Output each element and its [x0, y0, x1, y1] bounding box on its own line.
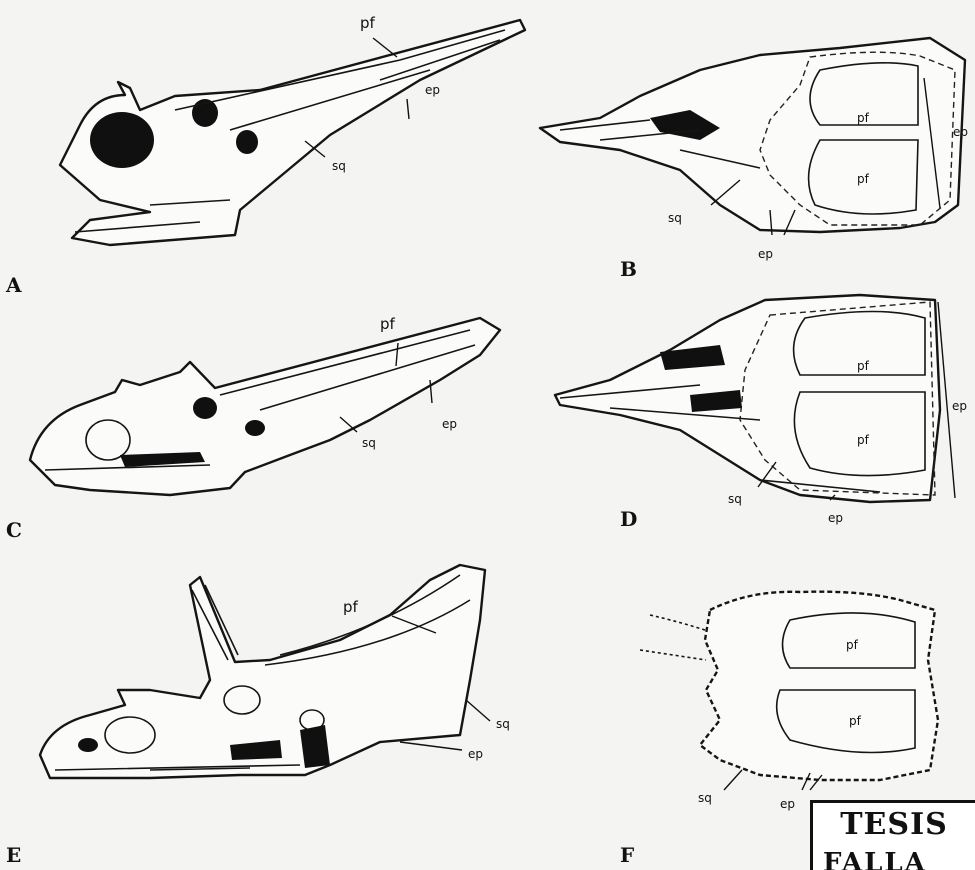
skull-c-fenestra-2 — [245, 420, 265, 436]
skull-a-orbit — [90, 112, 154, 168]
label-b-pf-upper: pf — [857, 111, 870, 125]
label-c-pf: pf — [380, 315, 396, 333]
leader-e-sq — [466, 700, 490, 721]
panel-e: pf sq ep E — [6, 565, 510, 867]
label-b-sq: sq — [668, 211, 682, 225]
label-d-sq: sq — [728, 492, 742, 506]
label-f-ep: ep — [780, 797, 795, 811]
stamp-line-1: TESIS — [813, 807, 975, 842]
panel-letter-c: C — [6, 518, 22, 542]
label-b-pf-lower: pf — [857, 172, 870, 186]
label-c-ep: ep — [442, 417, 457, 431]
leader-f-sq — [724, 770, 742, 790]
label-d-ep-bottom: ep — [828, 511, 843, 525]
panel-letter-d: D — [620, 507, 637, 531]
label-f-sq: sq — [698, 791, 712, 805]
label-f-pf-upper: pf — [846, 638, 859, 652]
label-c-sq: sq — [362, 436, 376, 450]
label-d-ep-right: ep — [952, 399, 967, 413]
label-e-pf: pf — [343, 598, 359, 616]
panel-a: pf ep sq A — [5, 14, 525, 297]
label-a-sq: sq — [332, 159, 346, 173]
label-e-sq: sq — [496, 717, 510, 731]
skull-b-outline — [540, 38, 965, 232]
panel-letter-b: B — [620, 257, 637, 281]
label-e-ep: ep — [468, 747, 483, 761]
stamp-line-2: FALLA DE — [823, 848, 975, 870]
panel-letter-a: A — [5, 273, 22, 297]
skull-d-outline — [555, 295, 940, 502]
label-d-pf-upper: pf — [857, 359, 870, 373]
panel-d: pf pf ep sq ep D — [555, 295, 967, 531]
leader-a-ep — [407, 99, 409, 119]
label-f-pf-lower: pf — [849, 714, 862, 728]
panel-c: pf ep sq C — [6, 315, 500, 542]
skull-e-dark-1 — [78, 738, 98, 752]
skull-f-outline — [700, 592, 938, 780]
panel-letter-e: E — [6, 843, 21, 867]
skull-f-edge-fragment — [640, 615, 706, 660]
skull-e-dark-3 — [300, 725, 330, 768]
label-b-ep-bottom: ep — [758, 247, 773, 261]
leader-e-ep — [400, 742, 462, 750]
label-a-pf: pf — [360, 14, 376, 32]
skull-c-fenestra-1 — [193, 397, 217, 419]
panel-b: pf pf ep sq ep B — [540, 38, 968, 281]
leader-a-pf — [373, 38, 397, 57]
skull-a-fenestra-2 — [236, 130, 258, 154]
label-d-pf-lower: pf — [857, 433, 870, 447]
thesis-stamp: TESIS FALLA DE — [810, 800, 975, 870]
panel-letter-f: F — [620, 843, 634, 867]
label-b-ep-right: ep — [953, 125, 968, 139]
label-a-ep: ep — [425, 83, 440, 97]
